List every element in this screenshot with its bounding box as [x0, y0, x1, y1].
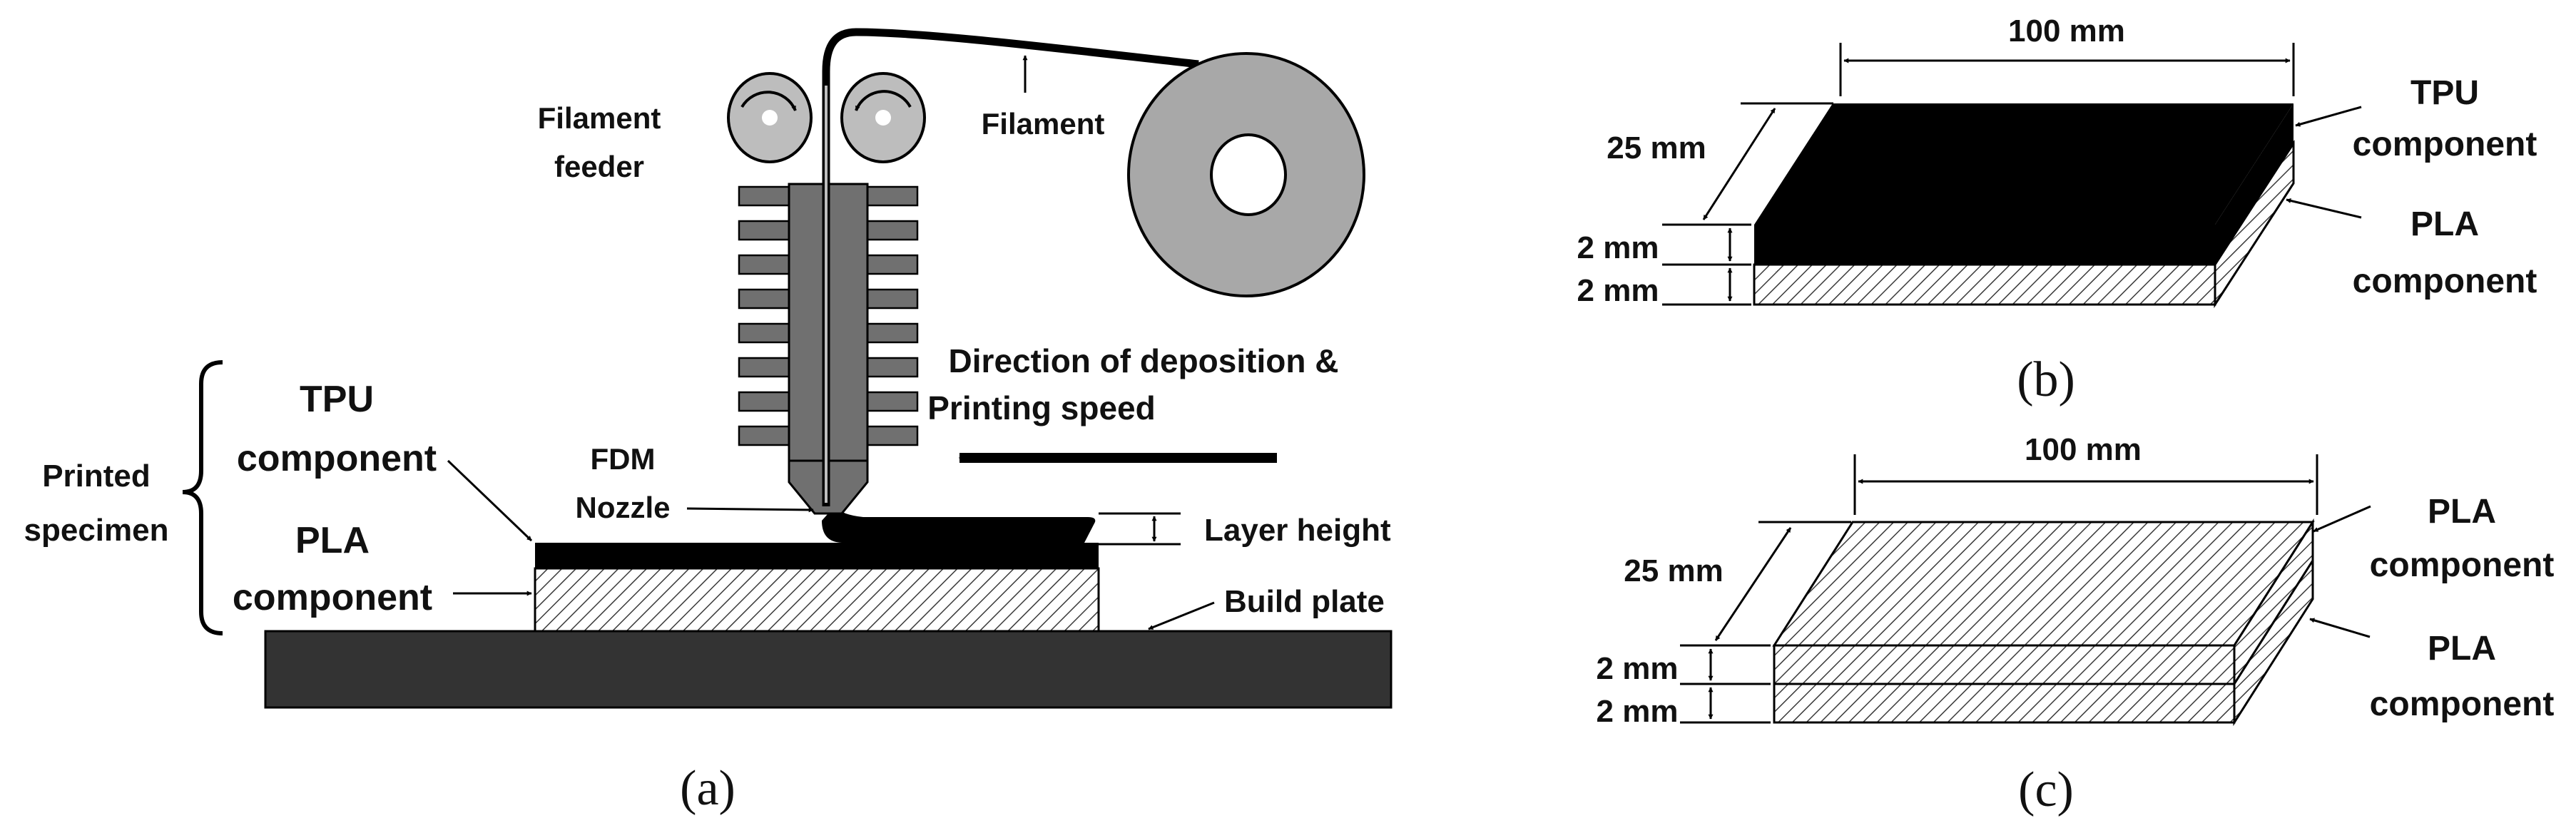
filament-label: Filament — [982, 107, 1105, 140]
specimen-b-bottom-layer-label-line1: PLA — [2410, 205, 2479, 243]
build-plate — [264, 630, 1393, 709]
specimen-c-depth-label: 25 mm — [1624, 553, 1723, 588]
tpu-leader — [447, 459, 533, 542]
panel-c-pla-pla-specimen: 100 mm 25 mm 2 mm 2 mm PLA component PLA… — [1597, 432, 2555, 817]
specimen-c-bottom-layer-label-line2: component — [2370, 685, 2555, 723]
specimen-c-top-face — [1772, 521, 2315, 647]
filament-spool — [1127, 52, 1365, 297]
specimen-b-width-label: 100 mm — [2008, 14, 2125, 48]
specimen-b-bottom-layer-label-line2: component — [2353, 262, 2537, 300]
specimen-c-width-dimension — [1853, 454, 2318, 515]
specimen-b-top-layer-label-line2: component — [2353, 126, 2537, 163]
tpu-layer — [535, 543, 1099, 568]
panel-a-caption: (a) — [680, 761, 735, 816]
specimen-b-top-leader — [2295, 106, 2362, 127]
specimen-c-thickness-dimension — [1680, 644, 1771, 724]
build-plate-label: Build plate — [1224, 584, 1385, 619]
tpu-label-line1: TPU — [300, 379, 374, 420]
filament-feeder-rollers — [727, 72, 926, 163]
specimen-b-tpu-side — [1754, 225, 2215, 265]
panel-c-caption: (c) — [2018, 762, 2074, 817]
layer-height-label: Layer height — [1204, 513, 1391, 548]
fdm-nozzle-leader — [686, 507, 814, 513]
specimen-c-thickness-bottom-label: 2 mm — [1597, 694, 1679, 729]
specimen-b-bottom-leader — [2286, 198, 2362, 219]
deposition-label-line1: Direction of deposition & — [949, 342, 1339, 379]
filament-path — [822, 28, 1199, 506]
specimen-b-top-layer-label-line1: TPU — [2410, 74, 2479, 112]
specimen-b-thickness-dimension — [1662, 223, 1751, 306]
specimen-b-right-face-tpu — [2215, 103, 2294, 265]
specimen-b-thickness-bottom-label: 2 mm — [1577, 273, 1659, 308]
fdm-nozzle-label-line2: Nozzle — [575, 491, 670, 524]
specimen-c-width-label: 100 mm — [2025, 432, 2142, 467]
specimen-b-depth-label: 25 mm — [1607, 131, 1706, 165]
panel-a-fdm-schematic: Filament feeder Filament Direction of de… — [24, 28, 1393, 816]
specimen-c-top-layer-label-line1: PLA — [2428, 493, 2496, 531]
deposited-bead — [822, 506, 1096, 543]
specimen-c-lower-side — [1773, 683, 2236, 724]
specimen-c-thickness-top-label: 2 mm — [1597, 651, 1679, 686]
specimen-b-thickness-top-label: 2 mm — [1577, 230, 1659, 265]
specimen-c-right-face-lower — [2233, 556, 2314, 727]
specimen-c-top-leader — [2313, 505, 2371, 533]
panel-b-tpu-pla-specimen: 100 mm 25 mm 2 mm 2 mm TPU component PLA… — [1577, 14, 2537, 407]
tpu-label-line2: component — [237, 438, 437, 479]
specimen-b-pla-side — [1753, 263, 2216, 306]
specimen-b-right-face-pla — [2214, 139, 2295, 309]
deposition-label-line2: Printing speed — [927, 389, 1155, 426]
specimen-b-width-dimension — [1839, 43, 2295, 96]
fdm-nozzle-label-line1: FDM — [591, 442, 656, 476]
specimen-c-upper-side — [1773, 644, 2236, 685]
filament-feeder-label-line2: feeder — [554, 150, 644, 183]
filament-feeder-label-line1: Filament — [538, 101, 661, 135]
heatsink-fins — [738, 185, 919, 446]
specimen-b-top-face — [1754, 103, 2294, 225]
pla-label-line1: PLA — [295, 520, 370, 561]
panel-b-caption: (b) — [2017, 352, 2075, 407]
specimen-c-bottom-leader — [2309, 618, 2371, 638]
printed-specimen-brace — [182, 360, 223, 635]
build-plate-leader — [1148, 601, 1215, 630]
printed-specimen-label-line1: Printed — [42, 459, 151, 494]
layer-height-dimension — [1099, 512, 1181, 546]
specimen-c-top-layer-label-line2: component — [2370, 546, 2555, 584]
printed-specimen-label-line2: specimen — [24, 513, 169, 548]
specimen-c-bottom-layer-label-line1: PLA — [2428, 630, 2496, 668]
pla-layer — [534, 567, 1100, 633]
pla-label-line2: component — [233, 577, 432, 618]
